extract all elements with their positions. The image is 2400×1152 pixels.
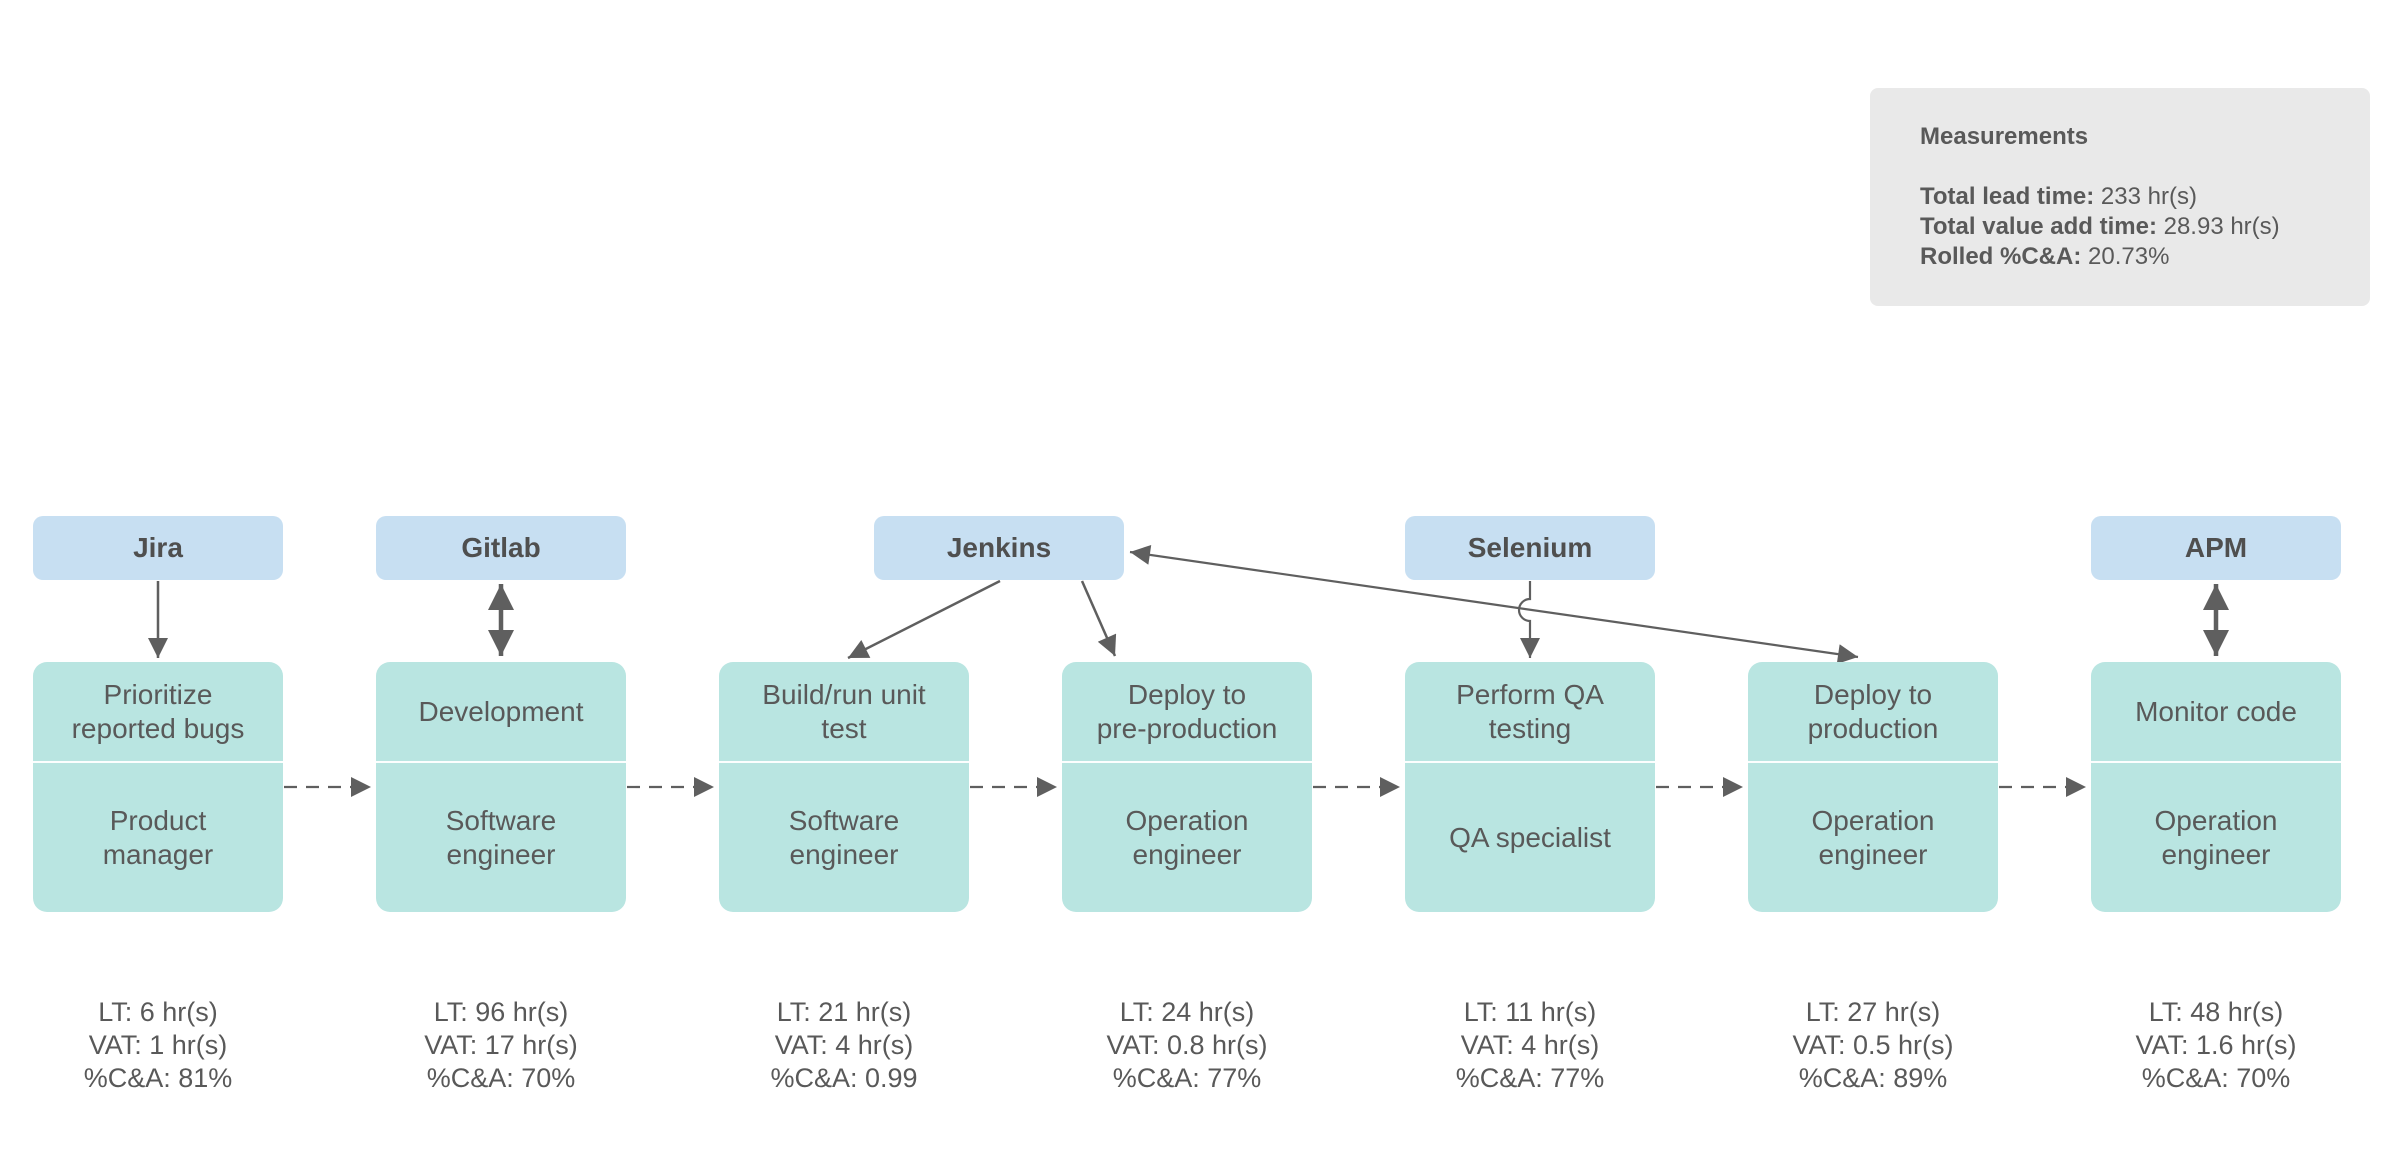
measurement-value: 20.73% bbox=[2088, 243, 2170, 270]
tool-label: Gitlab bbox=[461, 532, 541, 563]
tool-label: Jenkins bbox=[946, 532, 1052, 563]
task-label: Development bbox=[418, 695, 584, 727]
tool-box-jenkins: Jenkins bbox=[874, 516, 1124, 580]
metrics-block: LT: 11 hr(s)VAT: 4 hr(s)%C&A: 77% bbox=[1455, 997, 1605, 1093]
tool-box-jira: Jira bbox=[33, 516, 283, 580]
connector-jenkins-deploy-production-double bbox=[1129, 544, 1859, 665]
measurement-line: Rolled %C&A: 20.73% bbox=[1920, 242, 2350, 272]
tool-label: Selenium bbox=[1467, 532, 1593, 563]
process-box-divider bbox=[1748, 761, 1998, 763]
metrics-block: LT: 27 hr(s)VAT: 0.5 hr(s)%C&A: 89% bbox=[1792, 997, 1954, 1093]
process-box-divider bbox=[33, 761, 283, 763]
process-box-divider bbox=[1405, 761, 1655, 763]
tool-box-selenium: Selenium bbox=[1405, 516, 1655, 580]
process-box-divider bbox=[1062, 761, 1312, 763]
measurement-line: Total value add time: 28.93 hr(s) bbox=[1920, 212, 2350, 242]
connector-jenkins-to-build-run bbox=[847, 579, 1001, 660]
measurement-label: Rolled %C&A: bbox=[1920, 243, 2082, 270]
metrics-block: LT: 96 hr(s)VAT: 17 hr(s)%C&A: 70% bbox=[424, 997, 578, 1093]
tool-box-apm: APM bbox=[2091, 516, 2341, 580]
process-box-divider bbox=[376, 761, 626, 763]
measurements-panel: Measurements Total lead time: 233 hr(s) … bbox=[1870, 88, 2370, 306]
measurement-label: Total value add time: bbox=[1920, 213, 2157, 240]
process-box-divider bbox=[719, 761, 969, 763]
measurement-line: Total lead time: 233 hr(s) bbox=[1920, 182, 2350, 212]
task-label: Monitor code bbox=[2135, 695, 2297, 727]
process-box-divider bbox=[2091, 761, 2341, 763]
measurement-label: Total lead time: bbox=[1920, 183, 2095, 210]
measurement-value: 233 hr(s) bbox=[2100, 183, 2197, 210]
measurement-value: 28.93 hr(s) bbox=[2163, 213, 2280, 240]
metrics-block: LT: 21 hr(s)VAT: 4 hr(s)%C&A: 0.99 bbox=[770, 997, 918, 1093]
connector-selenium-to-qa-with-jump-arc bbox=[1517, 581, 1540, 658]
measurements-title: Measurements bbox=[1920, 123, 2089, 150]
metrics-block: LT: 48 hr(s)VAT: 1.6 hr(s)%C&A: 70% bbox=[2135, 997, 2297, 1093]
tool-box-gitlab: Gitlab bbox=[376, 516, 626, 580]
tool-label: Jira bbox=[133, 532, 183, 563]
connector-jenkins-to-preproduction bbox=[1080, 580, 1117, 657]
metrics-block: LT: 24 hr(s)VAT: 0.8 hr(s)%C&A: 77% bbox=[1106, 997, 1268, 1093]
role-label: QA specialist bbox=[1449, 821, 1611, 853]
metrics-block: LT: 6 hr(s)VAT: 1 hr(s)%C&A: 81% bbox=[83, 997, 233, 1093]
tool-label: APM bbox=[2184, 532, 2248, 563]
